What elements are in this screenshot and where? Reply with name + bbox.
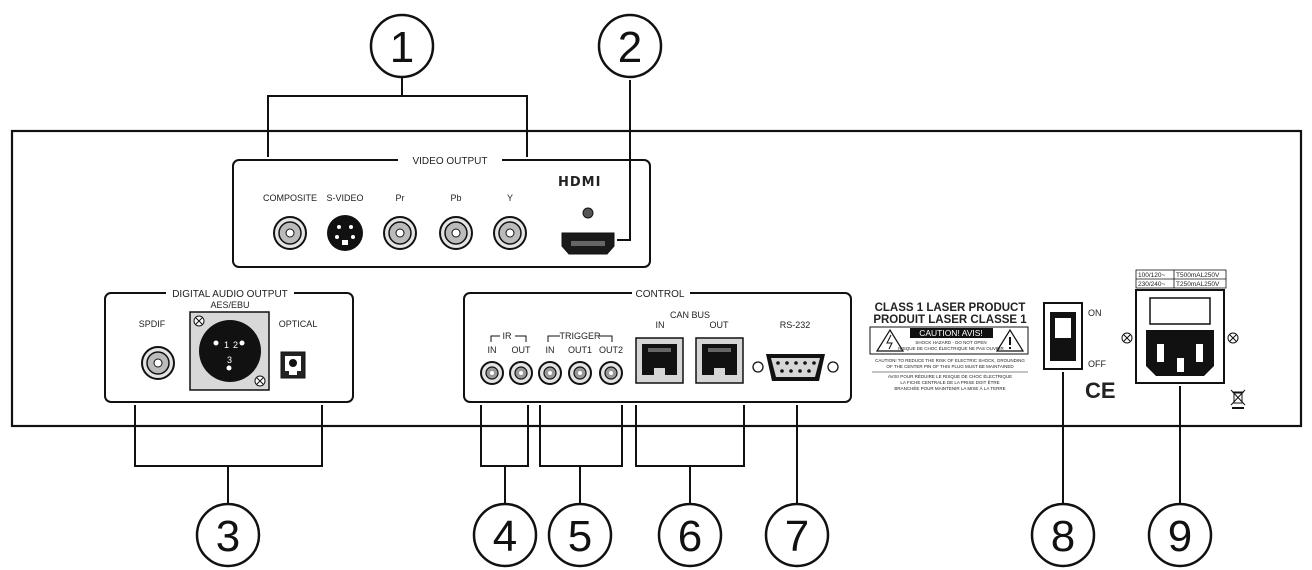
- callout-3: 3: [195, 502, 261, 568]
- weee-bin-icon: [1230, 389, 1246, 409]
- composite-jack[interactable]: [273, 216, 307, 250]
- spdif-label: SPDIF: [139, 319, 166, 329]
- lightning-warning-icon: [875, 328, 905, 352]
- callout-4: 4: [472, 502, 538, 568]
- ir-in-label: IN: [488, 345, 497, 355]
- svg-text:3: 3: [227, 355, 232, 365]
- power-on-label: ON: [1088, 308, 1102, 318]
- fuse-r2a: 230/240~: [1138, 281, 1165, 288]
- canbus-label: CAN BUS: [670, 310, 710, 320]
- pr-label: Pr: [396, 193, 405, 203]
- trigger-in-jack[interactable]: [538, 361, 562, 385]
- svg-text:1: 1: [224, 340, 229, 350]
- composite-label: COMPOSITE: [263, 193, 317, 203]
- control-section: CONTROL IR IN OUT TRIGGER IN OUT1 OUT2 C…: [463, 286, 852, 403]
- y-jack[interactable]: [493, 216, 527, 250]
- svg-text:5: 5: [568, 512, 592, 561]
- svideo-label: S-VIDEO: [326, 193, 363, 203]
- callout-5: 5: [547, 502, 613, 568]
- power-off-label: OFF: [1088, 359, 1106, 369]
- svg-text:2: 2: [233, 340, 238, 350]
- pb-label: Pb: [450, 193, 461, 203]
- optical-label: OPTICAL: [279, 319, 318, 329]
- avis-line1: AVIS! POUR RÉDUIRE LE RISQUE DE CHOC ÉLE…: [888, 373, 1012, 379]
- canbus-out-port[interactable]: [695, 337, 744, 384]
- ir-label: IR: [503, 331, 513, 341]
- fuse-rating-table: 100/120~ T500mAL250V 230/240~ T250mAL250…: [1135, 269, 1227, 289]
- can-in-label: IN: [656, 320, 665, 330]
- trigger-out1-jack[interactable]: [568, 361, 592, 385]
- callout-7: 7: [764, 502, 830, 568]
- svg-text:3: 3: [216, 512, 240, 561]
- hdmi-logo: HDMI: [558, 175, 601, 190]
- digital-audio-section: DIGITAL AUDIO OUTPUT AES/EBU SPDIF OPTIC…: [104, 286, 354, 403]
- video-output-section: VIDEO OUTPUT COMPOSITE S-VIDEO Pr Pb Y: [232, 153, 651, 268]
- rs232-screw-icon: [827, 361, 839, 373]
- aes-ebu-xlr-jack[interactable]: 1 2 3: [189, 311, 270, 391]
- callout-8: 8: [1030, 502, 1096, 568]
- svg-text:9: 9: [1168, 512, 1192, 561]
- fuse-r2b: T250mAL250V: [1176, 281, 1220, 288]
- avis-line3: BRANCHÉE POUR MAINTENIR LA MISE À LA TER…: [894, 385, 1005, 391]
- fuse-r1b: T500mAL250V: [1176, 272, 1220, 279]
- svg-text:2: 2: [618, 23, 642, 72]
- trig-in-label: IN: [546, 345, 555, 355]
- svg-text:8: 8: [1051, 512, 1075, 561]
- iec-power-inlet[interactable]: [1135, 289, 1225, 384]
- rs232-screw-icon: [752, 361, 764, 373]
- trig-out1-label: OUT1: [568, 345, 592, 355]
- canbus-in-port[interactable]: [635, 337, 684, 384]
- callout-6: 6: [657, 502, 723, 568]
- laser-line1: CLASS 1 LASER PRODUCT: [875, 302, 1026, 314]
- svg-text:4: 4: [493, 512, 517, 561]
- svg-text:1: 1: [390, 23, 414, 72]
- control-title: CONTROL: [636, 289, 685, 300]
- video-output-title: VIDEO OUTPUT: [412, 156, 487, 167]
- laser-warning-label: CLASS 1 LASER PRODUCT PRODUIT LASER CLAS…: [869, 302, 1029, 391]
- shock-line2: RISQUE DE CHOC ÉLECTRIQUE NE PAS OUVRIR: [898, 345, 1004, 351]
- y-label: Y: [507, 193, 513, 203]
- caution-box: [869, 326, 1029, 355]
- caution-title: CAUTION! AVIS!: [919, 328, 983, 338]
- caution-en-line2: OF THE CENTER PIN OF THIS PLUG MUST BE M…: [886, 364, 1014, 369]
- can-out-label: OUT: [710, 320, 730, 330]
- ir-in-jack[interactable]: [480, 361, 504, 385]
- laser-line2: PRODUIT LASER CLASSE 1: [873, 314, 1027, 326]
- trig-out2-label: OUT2: [599, 345, 623, 355]
- caution-en-line1: CAUTION! TO REDUCE THE RISK OF ELECTRIC …: [875, 358, 1025, 363]
- ir-out-jack[interactable]: [509, 361, 533, 385]
- avis-line2: LA FICHE CENTRALE DE LA PRISE DOIT ÊTRE: [900, 378, 999, 385]
- svg-text:7: 7: [785, 512, 809, 561]
- power-switch[interactable]: [1043, 302, 1083, 370]
- hdmi-led-icon: [582, 207, 594, 219]
- shock-line1: SHOCK HAZARD - DO NOT OPEN: [915, 340, 986, 345]
- aes-label: AES/EBU: [210, 300, 249, 310]
- leader-lines: [134, 78, 1181, 503]
- svg-text:6: 6: [678, 512, 702, 561]
- callout-2: 2: [597, 13, 663, 79]
- digital-audio-title: DIGITAL AUDIO OUTPUT: [172, 289, 288, 300]
- svideo-jack[interactable]: [327, 215, 363, 251]
- pr-jack[interactable]: [383, 216, 417, 250]
- callout-1: 1: [369, 13, 435, 79]
- callout-9: 9: [1147, 502, 1213, 568]
- ce-mark: CE: [1085, 378, 1116, 403]
- rs232-label: RS-232: [780, 320, 811, 330]
- optical-jack[interactable]: [280, 351, 306, 379]
- trigger-label: TRIGGER: [559, 331, 601, 341]
- trigger-out2-jack[interactable]: [599, 361, 623, 385]
- ir-out-label: OUT: [512, 345, 532, 355]
- chassis-outline: [10, 129, 1303, 428]
- spdif-jack[interactable]: [141, 346, 175, 380]
- rs232-port[interactable]: [766, 354, 825, 381]
- pb-jack[interactable]: [439, 216, 473, 250]
- fuse-r1a: 100/120~: [1138, 272, 1165, 279]
